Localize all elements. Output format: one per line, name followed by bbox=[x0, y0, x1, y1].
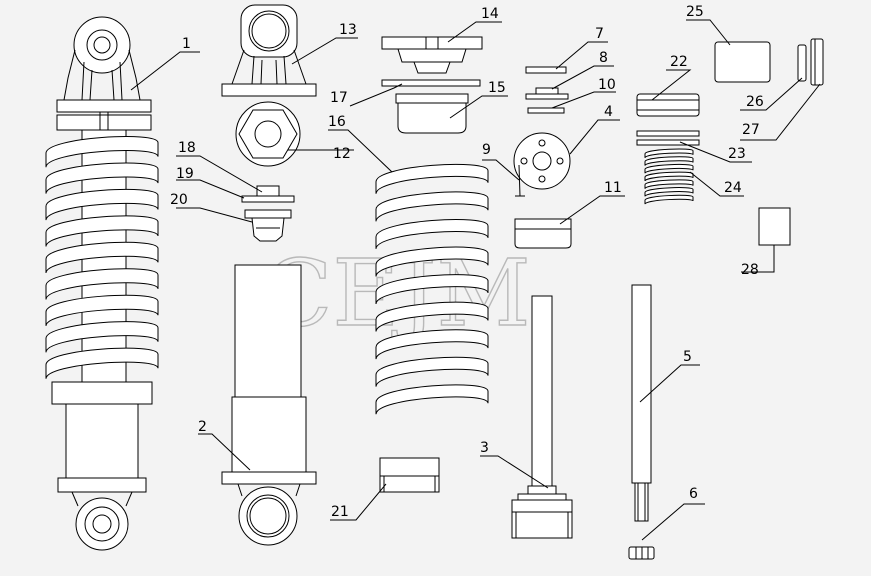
part-4-flange-plate bbox=[513, 132, 571, 190]
label-part-15: 15 bbox=[488, 80, 506, 96]
part-18-19-20-valve-stack bbox=[241, 185, 295, 242]
part-24-small-spring bbox=[644, 148, 694, 205]
label-part-2: 2 bbox=[198, 419, 207, 435]
label-part-3: 3 bbox=[480, 440, 489, 456]
label-part-1: 1 bbox=[182, 36, 191, 52]
label-part-16: 16 bbox=[328, 114, 346, 130]
part-16-main-spring bbox=[375, 163, 489, 415]
label-part-20: 20 bbox=[170, 192, 188, 208]
label-part-23: 23 bbox=[728, 146, 746, 162]
label-part-12: 12 bbox=[333, 146, 351, 162]
part-7-8-10-washers bbox=[525, 66, 569, 114]
part-21-bushing bbox=[379, 457, 440, 493]
part-28-block bbox=[758, 207, 791, 246]
label-part-5: 5 bbox=[683, 349, 692, 365]
label-part-4: 4 bbox=[604, 104, 613, 120]
label-part-6: 6 bbox=[689, 486, 698, 502]
part-9-pin bbox=[515, 164, 525, 197]
part-3-piston-rod bbox=[511, 295, 573, 539]
part-14-top-cap bbox=[381, 36, 483, 74]
part-11-seal bbox=[514, 218, 572, 249]
label-part-28: 28 bbox=[741, 262, 759, 278]
label-part-13: 13 bbox=[339, 22, 357, 38]
part-12-nut bbox=[235, 101, 301, 167]
part-26-27-rings bbox=[797, 38, 824, 86]
label-part-18: 18 bbox=[178, 140, 196, 156]
label-part-19: 19 bbox=[176, 166, 194, 182]
label-part-24: 24 bbox=[724, 180, 742, 196]
label-part-22: 22 bbox=[670, 54, 688, 70]
leader-lines bbox=[130, 19, 821, 541]
label-part-27: 27 bbox=[742, 122, 760, 138]
part-5-shaft bbox=[631, 284, 652, 522]
part-22-bushing bbox=[636, 93, 700, 117]
label-part-7: 7 bbox=[595, 26, 604, 42]
part-17-plate bbox=[381, 79, 481, 87]
part-6-hex-nut bbox=[628, 546, 655, 560]
label-part-17: 17 bbox=[330, 90, 348, 106]
part-23-washers bbox=[636, 130, 700, 146]
label-part-9: 9 bbox=[482, 142, 491, 158]
part-2-damper-body bbox=[221, 264, 317, 546]
part-1-shock-absorber-assembly bbox=[45, 16, 159, 551]
label-part-14: 14 bbox=[481, 6, 499, 22]
label-part-25: 25 bbox=[686, 4, 704, 20]
label-part-26: 26 bbox=[746, 94, 764, 110]
label-part-8: 8 bbox=[599, 50, 608, 66]
part-number-labels: 1 2 3 4 5 6 7 8 9 10 11 12 13 14 15 16 1… bbox=[170, 4, 764, 520]
part-13-top-bracket bbox=[221, 4, 317, 97]
label-part-21: 21 bbox=[331, 504, 349, 520]
part-15-bump-stop bbox=[395, 93, 469, 134]
label-part-10: 10 bbox=[598, 77, 616, 93]
part-25-cylinder bbox=[714, 41, 771, 83]
label-part-11: 11 bbox=[604, 180, 622, 196]
